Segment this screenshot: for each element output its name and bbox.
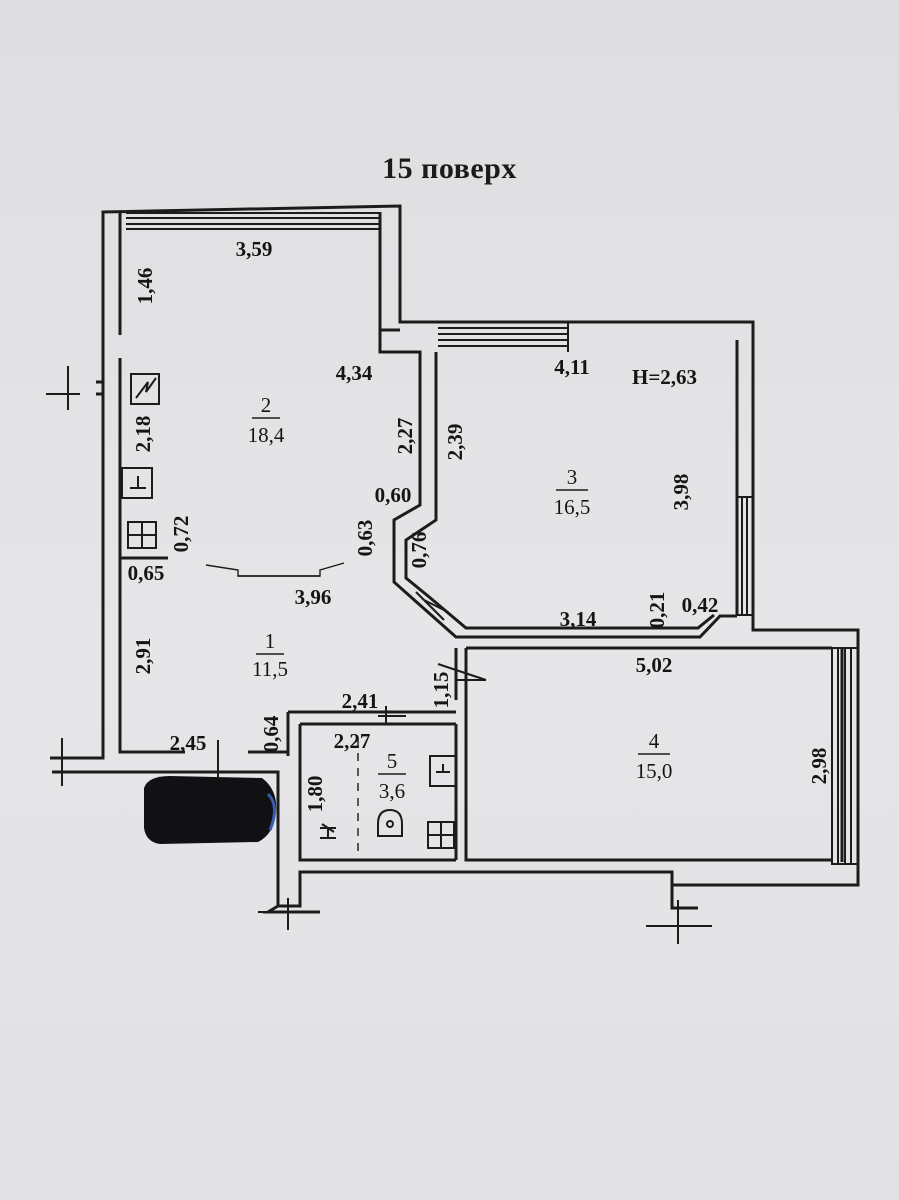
arch-opening bbox=[205, 562, 345, 577]
room-number: 5 bbox=[387, 749, 398, 773]
interior-walls bbox=[120, 330, 832, 862]
window-room3-right bbox=[736, 496, 754, 616]
room-number: 1 bbox=[265, 629, 276, 653]
wall-left-lower bbox=[50, 394, 105, 760]
dimension-label: 5,02 bbox=[636, 653, 673, 677]
room-area: 16,5 bbox=[554, 495, 591, 519]
room-number: 2 bbox=[261, 393, 272, 417]
room-area: 3,6 bbox=[379, 779, 405, 803]
floor-title: 15 поверх bbox=[382, 152, 517, 185]
room-label-5: 5 3,6 bbox=[378, 749, 406, 803]
dimension-label: 2,27 bbox=[334, 729, 371, 753]
dimension-label: 2,91 bbox=[131, 638, 155, 675]
toilet-icon bbox=[377, 808, 403, 837]
redacted-mark bbox=[144, 776, 277, 844]
outer-walls bbox=[50, 204, 860, 914]
dimension-label: 3,14 bbox=[560, 607, 597, 631]
electrical-panel-icon bbox=[130, 373, 160, 405]
room-number: 4 bbox=[649, 729, 660, 753]
stove-icon bbox=[429, 755, 457, 787]
dimension-label: 0,76 bbox=[407, 532, 431, 569]
window-room3 bbox=[438, 322, 569, 352]
dimension-label: 2,18 bbox=[131, 416, 155, 453]
wall-left-lower-inner bbox=[118, 358, 185, 754]
room-label-2: 2 18,4 bbox=[248, 393, 285, 447]
window-room2 bbox=[126, 212, 380, 230]
room-label-4: 4 15,0 bbox=[636, 729, 673, 783]
dimension-label: 4,34 bbox=[336, 361, 373, 385]
dimension-label: 4,11 bbox=[554, 355, 590, 379]
dimension-label: 1,46 bbox=[133, 268, 157, 305]
sink-icon bbox=[427, 821, 455, 849]
window-room4-right bbox=[831, 647, 859, 865]
dimension-label: 0,65 bbox=[128, 561, 165, 585]
wall-lower-corridor bbox=[52, 770, 674, 908]
dimension-label: 2,45 bbox=[170, 731, 207, 755]
stove-icon bbox=[121, 467, 153, 499]
dimension-label: 0,72 bbox=[169, 516, 193, 553]
dimension-label: 2,39 bbox=[443, 424, 467, 461]
dimension-label: 1,15 bbox=[429, 672, 453, 709]
dimension-labels: 3,59 1,46 4,34 2,18 2,27 2,39 0,60 0,72 … bbox=[128, 237, 831, 812]
door-marks bbox=[46, 366, 712, 944]
ceiling-height-label: H=2,63 bbox=[632, 365, 697, 389]
dimension-label: 3,96 bbox=[295, 585, 332, 609]
dimension-label: 0,42 bbox=[682, 593, 719, 617]
dimension-label: 0,63 bbox=[353, 520, 377, 557]
room-number: 3 bbox=[567, 465, 578, 489]
dimension-label: 1,80 bbox=[303, 776, 327, 813]
room-label-1: 1 11,5 bbox=[252, 629, 288, 681]
dimension-label: 3,98 bbox=[669, 474, 693, 511]
dimension-label: 3,59 bbox=[236, 237, 273, 261]
dimension-label: 2,41 bbox=[342, 689, 379, 713]
room-label-3: 3 16,5 bbox=[554, 465, 591, 519]
wall-left-outer bbox=[96, 204, 860, 910]
dimension-label: 2,98 bbox=[807, 748, 831, 785]
room-area: 11,5 bbox=[252, 657, 288, 681]
redacted-mark-edge bbox=[266, 792, 276, 831]
room-area: 15,0 bbox=[636, 759, 673, 783]
dimension-label: 2,27 bbox=[393, 418, 417, 455]
dimension-label: 0,60 bbox=[375, 483, 412, 507]
sink-icon bbox=[127, 521, 157, 549]
dimension-label: 0,64 bbox=[259, 715, 283, 752]
wall-room2-right-outer bbox=[378, 212, 400, 332]
room-area: 18,4 bbox=[248, 423, 285, 447]
ceiling-light-icon bbox=[320, 823, 336, 839]
dimension-label: 0,21 bbox=[645, 592, 669, 629]
